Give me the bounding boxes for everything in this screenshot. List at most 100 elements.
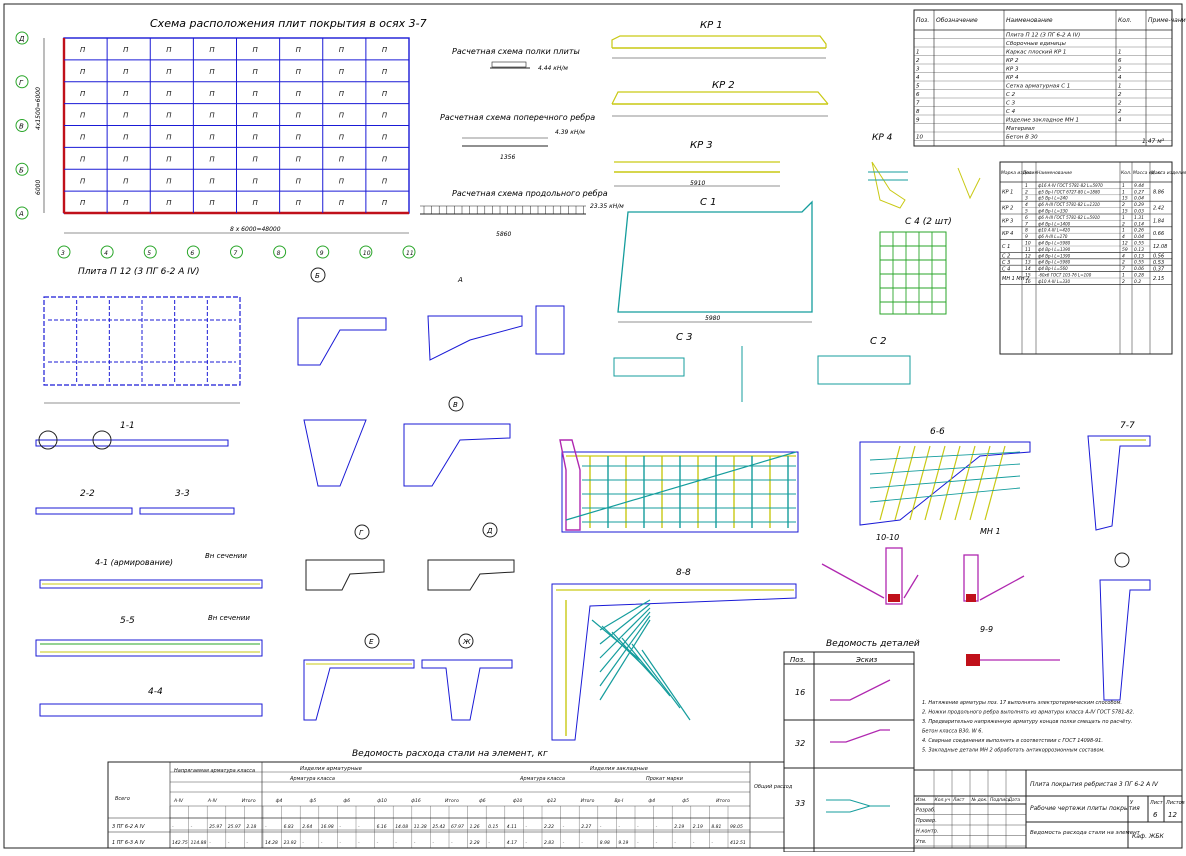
rebar-name: ф16 А-IV ГОСТ 5781-82 L=5970 — [1038, 183, 1103, 188]
mesh-c2-c3: С 2 С 3 — [613, 332, 911, 402]
rebar-mass: 0.04 — [1134, 196, 1144, 202]
rebar-qty: 59 — [1122, 247, 1128, 253]
plan-panel-mark: П — [296, 68, 302, 76]
steel-cell: - — [600, 825, 602, 830]
steel-cell: - — [656, 825, 658, 830]
spec-cell: 5 — [916, 84, 920, 90]
rebar-mass: 0.14 — [1134, 221, 1144, 227]
rebar-qty: 2 — [1122, 279, 1125, 285]
steel-cell: - — [228, 841, 230, 846]
row-axis-bubble — [15, 31, 29, 45]
rebar-qty: 4 — [1122, 234, 1125, 240]
steel-cell: - — [637, 841, 639, 846]
kr4-label: КР 4 — [872, 133, 893, 143]
spec-cell: Каркас плоский КР 1 — [1006, 50, 1066, 56]
spec-cell: 4 — [1118, 75, 1122, 81]
col-axis-label: 7 — [234, 250, 238, 257]
spec-cell: 1 — [1118, 50, 1122, 56]
spec-cell: 2 — [1118, 101, 1122, 107]
col-axis-label: 3 — [61, 250, 65, 257]
steel-cell: - — [693, 841, 695, 846]
steel-cell: - — [246, 841, 248, 846]
s88-bar — [599, 607, 651, 659]
row-axis-label: Д — [18, 35, 25, 43]
rebar-pos: 15 — [1025, 273, 1031, 279]
rebar-name: ф4 Вр-I L=330 — [1038, 209, 1068, 214]
section-1-1: 1-1 — [120, 421, 135, 431]
plan-dim-bottom: 8 x 6000=48000 — [230, 226, 281, 233]
plan-panel-mark: П — [253, 112, 259, 120]
plan-panel-mark: П — [382, 155, 388, 163]
rebar-pos: 12 — [1025, 253, 1031, 259]
node-e: Е — [369, 638, 374, 646]
steel-cell: 16.98 — [321, 824, 334, 830]
steel-cell: - — [525, 825, 527, 830]
tb-role: Провер. — [916, 818, 937, 824]
steel-col-head: ф12 — [547, 798, 557, 804]
rebar-header: Масса ед. кг — [1133, 170, 1163, 176]
details-table: Ведомость деталей Поз. Эскиз 16 32 33 — [783, 639, 920, 853]
steel-cell: - — [581, 841, 583, 846]
rebar-pos: 1 — [1025, 183, 1028, 189]
steel-cell: 2.22 — [544, 824, 554, 830]
rebar-pos: 11 — [1025, 247, 1031, 253]
rebar-qty: 2 — [1122, 260, 1125, 266]
plan-panel-mark: П — [166, 177, 172, 185]
rebar-mark: КР 3 — [1002, 218, 1013, 224]
rebar-qty: 2 — [1122, 202, 1125, 208]
s88-bar — [599, 615, 651, 687]
node-g: Г — [359, 529, 364, 537]
plan-panel-mark: П — [339, 134, 345, 142]
col-axis-bubble — [143, 245, 157, 259]
tb-col-label: Подпись — [990, 797, 1011, 803]
steel-cell: 25.97 — [228, 824, 241, 830]
col-axis-label: 10 — [363, 250, 371, 257]
spec-cell: 1 — [1118, 84, 1122, 90]
spec-cell: Сетка арматурная С 1 — [1006, 84, 1070, 90]
plan-panel-mark: П — [296, 46, 302, 54]
plan-panel-mark: П — [339, 46, 345, 54]
nodes-middle: Б А В Г Д Е Ж — [297, 267, 565, 721]
panel-layout-plan: Схема расположения плит покрытия в осях … — [15, 17, 427, 259]
plan-panel-mark: П — [253, 68, 259, 76]
plan-panel-mark: П — [339, 155, 345, 163]
rebar-name: ф6 А-III L=170 — [1038, 234, 1068, 239]
steel-cell: 2.18 — [246, 824, 256, 830]
calc-schemes: Расчетная схема полки плиты 4.44 кН/м Ра… — [420, 47, 624, 238]
plan-panel-mark: П — [80, 155, 86, 163]
node-zh: Ж — [462, 638, 471, 646]
col-axis-label: 5 — [147, 250, 151, 257]
note-line: 1. Натяжение арматуры поз. 17 выполнять … — [922, 700, 1122, 706]
c3-label: С 3 — [676, 332, 693, 343]
col-axis-label: 8 — [277, 250, 281, 257]
steel-cell: - — [302, 841, 304, 846]
calc-roof-title: Расчетная схема полки плиты — [452, 47, 580, 56]
steel-col-head: ф5 — [682, 798, 689, 804]
rebar-mark: С 3 — [1002, 260, 1010, 266]
steel-cell: - — [618, 825, 620, 830]
rebar-mark: МН 1 МН 2 — [1002, 276, 1029, 282]
section-6-6: 6-6 — [859, 427, 1031, 526]
rebar-mass: 9.44 — [1134, 183, 1144, 189]
rebar-mass: 0.13 — [1134, 247, 1144, 253]
rebar-name: ф4 Вр-I L=5980 — [1038, 241, 1071, 246]
spec-cell: Изделие закладное МН 1 — [1006, 118, 1079, 124]
plan-panel-mark: П — [382, 68, 388, 76]
spec-header: Приме-чание — [1148, 17, 1186, 24]
mn1-label: МН 1 — [980, 527, 1001, 536]
spec-cell: 1 — [916, 50, 920, 56]
spec-cell: КР 2 — [1006, 58, 1019, 64]
rebar-name: ф4 Вр-I L=1390 — [1038, 247, 1071, 252]
spec-cell: 9 — [916, 118, 920, 124]
rebar-name: ф6 А-III ГОСТ 5781-82 L=5910 — [1038, 215, 1100, 220]
rebar-total: 12.08 — [1153, 244, 1167, 250]
s66-bar — [894, 445, 916, 521]
tb-role: Утв. — [916, 839, 927, 845]
plan-panel-mark: П — [123, 112, 129, 120]
steel-cell: - — [265, 825, 267, 830]
steel-cell: 114.88 — [191, 840, 207, 846]
steel-cell: - — [209, 841, 211, 846]
rebar-name: ф6 А-III ГОСТ 5781-82 L=1310 — [1038, 202, 1100, 207]
steel-cell: - — [563, 841, 565, 846]
